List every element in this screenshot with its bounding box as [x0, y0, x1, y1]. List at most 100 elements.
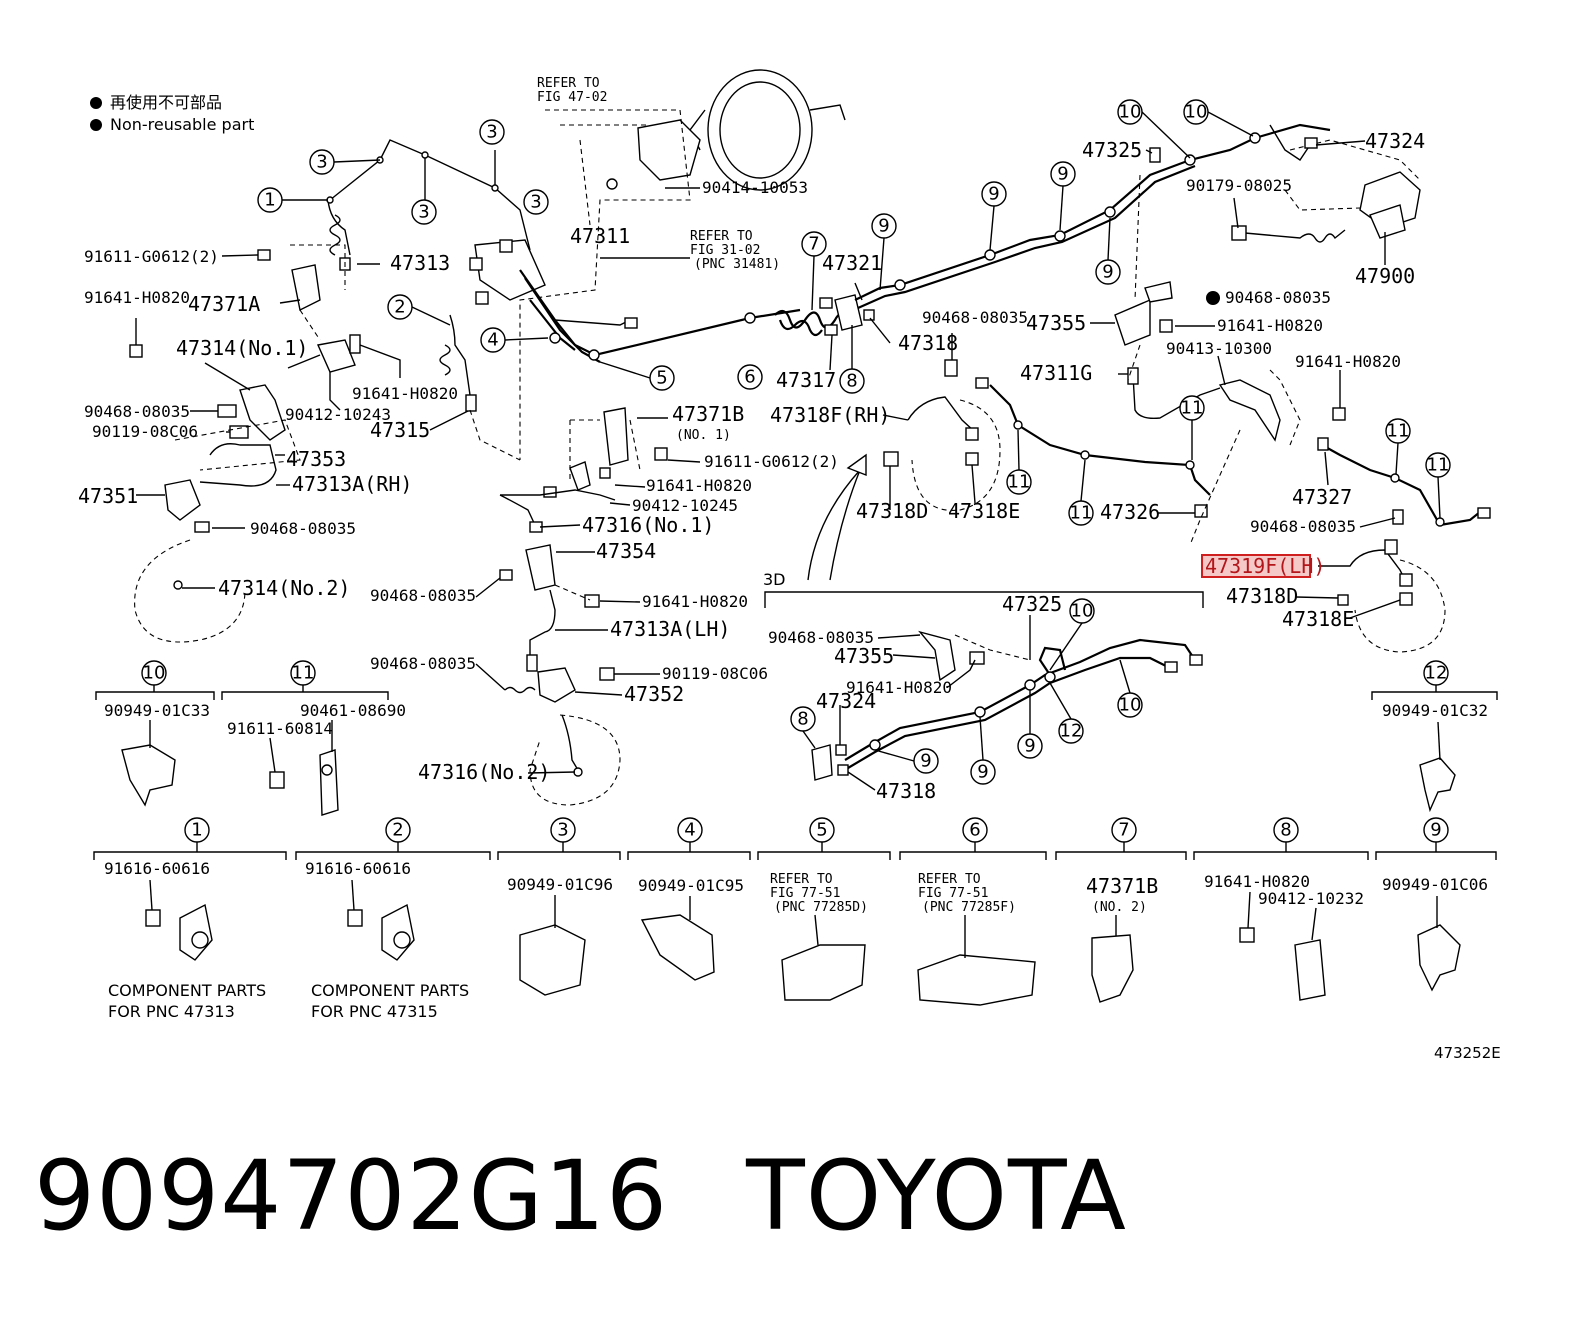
label-90468-08035-a: 90468-08035: [84, 402, 190, 421]
comp-6-line3: (PNC 77285F): [922, 900, 1016, 915]
label-90414-10053: 90414-10053: [702, 178, 808, 197]
legend-row-jp: 再使用不可部品: [90, 92, 254, 114]
callout-3-comp: 3: [550, 817, 576, 843]
callout-10-b: 10: [1183, 99, 1209, 125]
svg-text:6: 6: [744, 367, 755, 388]
label-47327: 47327: [1292, 485, 1352, 509]
svg-text:9: 9: [1430, 820, 1441, 841]
hose-47318f-rh: [883, 359, 1001, 511]
svg-text:6: 6: [969, 820, 980, 841]
refer-dash-frame: [519, 109, 691, 460]
callout-11-a: 11: [1006, 469, 1032, 495]
non-reusable-dot-icon: [90, 119, 102, 131]
figure-id: 473252E: [1434, 1044, 1501, 1062]
label-47351: 47351: [78, 484, 138, 508]
label-47325-b: 47325: [1002, 592, 1062, 616]
label-90468-08035-g: 90468-08035: [1250, 517, 1356, 536]
label-47371b-no1: (NO. 1): [676, 428, 731, 443]
label-91641-h0820-c: 91641-H0820: [646, 476, 752, 495]
svg-text:10: 10: [143, 663, 166, 684]
svg-text:2: 2: [394, 297, 405, 318]
label-91641-h0820-e: 91641-H0820: [1217, 316, 1323, 335]
svg-text:8: 8: [1280, 820, 1291, 841]
label-47318d-b: 47318D: [1226, 584, 1298, 608]
svg-text:11: 11: [1181, 398, 1204, 419]
brake-booster: [606, 69, 846, 191]
svg-text:3: 3: [486, 122, 497, 143]
label-91611-g0612-2: 91611-G0612(2): [704, 452, 839, 471]
callout-8-a: 8: [839, 368, 865, 394]
callout-2-a: 2: [387, 294, 413, 320]
label-47313: 47313: [390, 251, 450, 275]
label-47316-no1: 47316(No.1): [582, 513, 714, 537]
callout-6-a: 6: [737, 364, 763, 390]
svg-text:11: 11: [1427, 455, 1450, 476]
bracket-47371a: [129, 244, 346, 358]
svg-text:5: 5: [656, 368, 667, 389]
callout-1-a: 1: [257, 187, 283, 213]
label-90468-08035-f: 90468-08035: [1225, 288, 1331, 307]
label-90412-10245: 90412-10245: [632, 496, 738, 515]
highlight-47319f-lh[interactable]: 47319F(LH): [1201, 554, 1325, 578]
comp-8-part-a: 91641-H0820: [1204, 872, 1310, 891]
clip-4-shape: [640, 914, 715, 981]
svg-text:3: 3: [557, 820, 568, 841]
label-90179-08025: 90179-08025: [1186, 176, 1292, 195]
coil-47321: [774, 123, 1331, 337]
section-3d-bracket: [764, 591, 1204, 608]
label-47318e-b: 47318E: [1282, 607, 1354, 631]
svg-text:3: 3: [316, 152, 327, 173]
clip-3-shape: [519, 924, 586, 996]
comp-5-line3: (PNC 77285D): [774, 900, 868, 915]
label-47318-a: 47318: [898, 331, 958, 355]
svg-text:10: 10: [1119, 695, 1142, 716]
bracket-47371b-center: [499, 407, 668, 533]
legend-row-en: Non-reusable part: [90, 114, 254, 136]
comp-2-note-line1: COMPONENT PARTS: [311, 981, 469, 1000]
bracket-8-shape: [1294, 939, 1326, 1001]
svg-text:9: 9: [920, 751, 931, 772]
svg-text:9: 9: [977, 762, 988, 783]
callout-1-comp: 1: [184, 817, 210, 843]
label-47316-no2: 47316(No.2): [418, 760, 550, 784]
comp-7-line2: (NO. 2): [1092, 900, 1147, 915]
svg-text:1: 1: [191, 820, 202, 841]
callout-9-f: 9: [970, 759, 996, 785]
wheel-front-left: [134, 539, 246, 643]
comp-11-part-b: 91611-60814: [227, 719, 333, 738]
label-90468-08035-h: 90468-08035: [768, 628, 874, 647]
svg-text:3: 3: [530, 192, 541, 213]
comp-5-line2: FIG 77-51: [770, 886, 840, 901]
part-labels: REFER TO FIG 47-02 90414-10053 47311 REF…: [78, 76, 1425, 803]
callout-9-comp: 9: [1423, 817, 1449, 843]
label-47319f-lh[interactable]: 47319F(LH): [1205, 554, 1325, 578]
comp-1-note-line1: COMPONENT PARTS: [108, 981, 266, 1000]
clip-10-shape: [121, 744, 176, 807]
comp-8-part-b: 90412-10232: [1258, 889, 1364, 908]
detail-3d-lines: [811, 630, 1203, 781]
callout-3-a: 3: [309, 149, 335, 175]
label-91641-h0820-a: 91641-H0820: [84, 288, 190, 307]
label-90468-08035-b: 90468-08035: [250, 519, 356, 538]
label-47324-b: 47324: [816, 689, 876, 713]
label-47314-no2: 47314(No.2): [218, 576, 350, 600]
comp-2-note-line2: FOR PNC 47315: [311, 1002, 438, 1021]
label-47315: 47315: [370, 418, 430, 442]
label-47900: 47900: [1355, 264, 1415, 288]
clip-12-shape: [1419, 757, 1456, 813]
label-91641-h0820-b: 91641-H0820: [352, 384, 458, 403]
leader-lines: [135, 111, 1441, 791]
svg-text:7: 7: [808, 234, 819, 255]
label-47318f-rh: 47318F(RH): [770, 403, 890, 427]
comp-12-part: 90949-01C32: [1382, 701, 1488, 720]
svg-text:8: 8: [797, 709, 808, 730]
label-47318d-a: 47318D: [856, 499, 928, 523]
comp-1-part: 91616-60616: [104, 859, 210, 878]
svg-text:11: 11: [1070, 503, 1093, 524]
footer-part-number: 9094702G16: [34, 1140, 669, 1252]
label-47355-a: 47355: [1026, 311, 1086, 335]
label-90412-10243: 90412-10243: [285, 405, 391, 424]
callout-9-g: 9: [913, 748, 939, 774]
footer-brand: TOYOTA: [746, 1140, 1127, 1252]
